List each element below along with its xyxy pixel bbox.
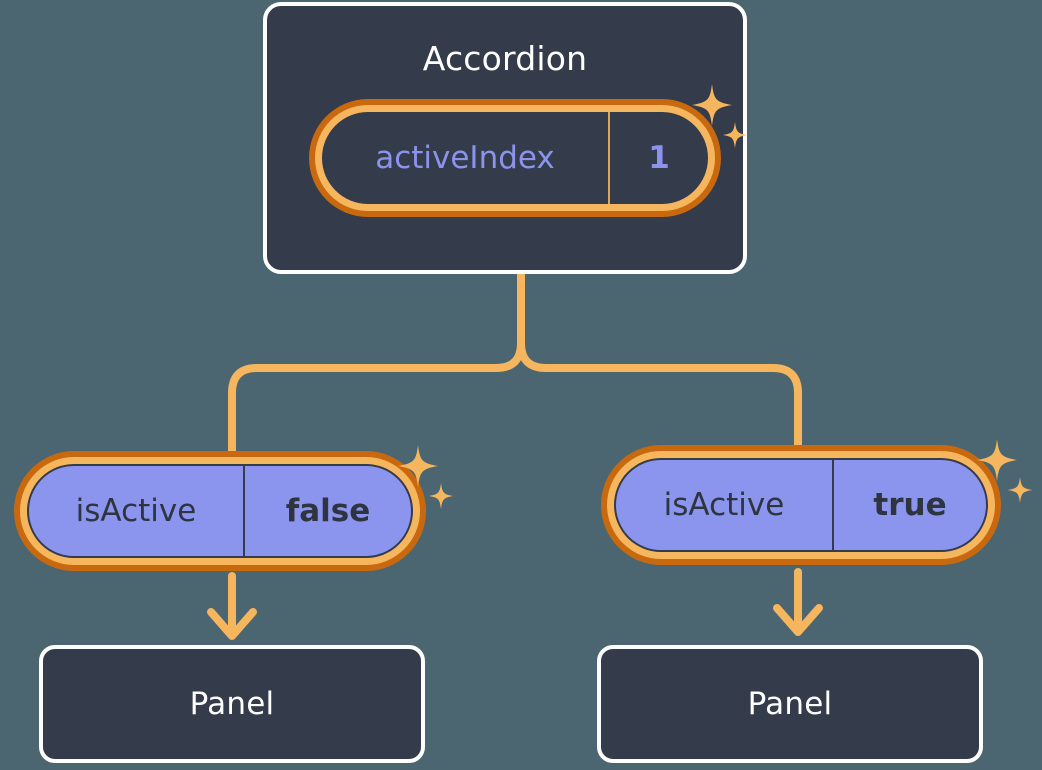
sparkle-small-icon	[1008, 477, 1032, 503]
panel-title: Panel	[189, 685, 275, 722]
component-node-panel-right[interactable]: Panel	[597, 645, 983, 763]
pill-inner-ring: isActive false	[20, 457, 420, 565]
prop-key: activeIndex	[322, 112, 610, 204]
panel-title: Panel	[747, 685, 833, 722]
prop-value: false	[285, 493, 371, 529]
pill-outer-ring: activeIndex 1	[309, 99, 721, 217]
pill-body: isActive true	[614, 458, 988, 552]
arrow-head-left	[207, 608, 257, 640]
prop-key: isActive	[29, 466, 245, 556]
pill-outer-ring: isActive true	[601, 445, 1001, 565]
arrow-head-right	[773, 604, 823, 636]
pill-outer-ring: isActive false	[14, 451, 426, 571]
accordion-title: Accordion	[422, 39, 588, 78]
prop-value: 1	[648, 140, 670, 176]
pill-body: isActive false	[27, 464, 413, 558]
prop-pill-is-active-false[interactable]: isActive false	[14, 451, 426, 571]
pill-inner-ring: isActive true	[607, 451, 995, 559]
prop-key: isActive	[616, 460, 834, 550]
prop-pill-active-index[interactable]: activeIndex 1	[309, 99, 721, 217]
wire-to-left-prop	[228, 269, 525, 472]
wire-to-right-prop	[517, 269, 802, 466]
pill-body: activeIndex 1	[322, 112, 708, 204]
prop-pill-is-active-true[interactable]: isActive true	[601, 445, 1001, 565]
pill-inner-ring: activeIndex 1	[315, 105, 715, 211]
sparkle-small-icon	[429, 483, 453, 509]
prop-value: true	[873, 487, 947, 523]
component-node-panel-left[interactable]: Panel	[39, 645, 425, 763]
